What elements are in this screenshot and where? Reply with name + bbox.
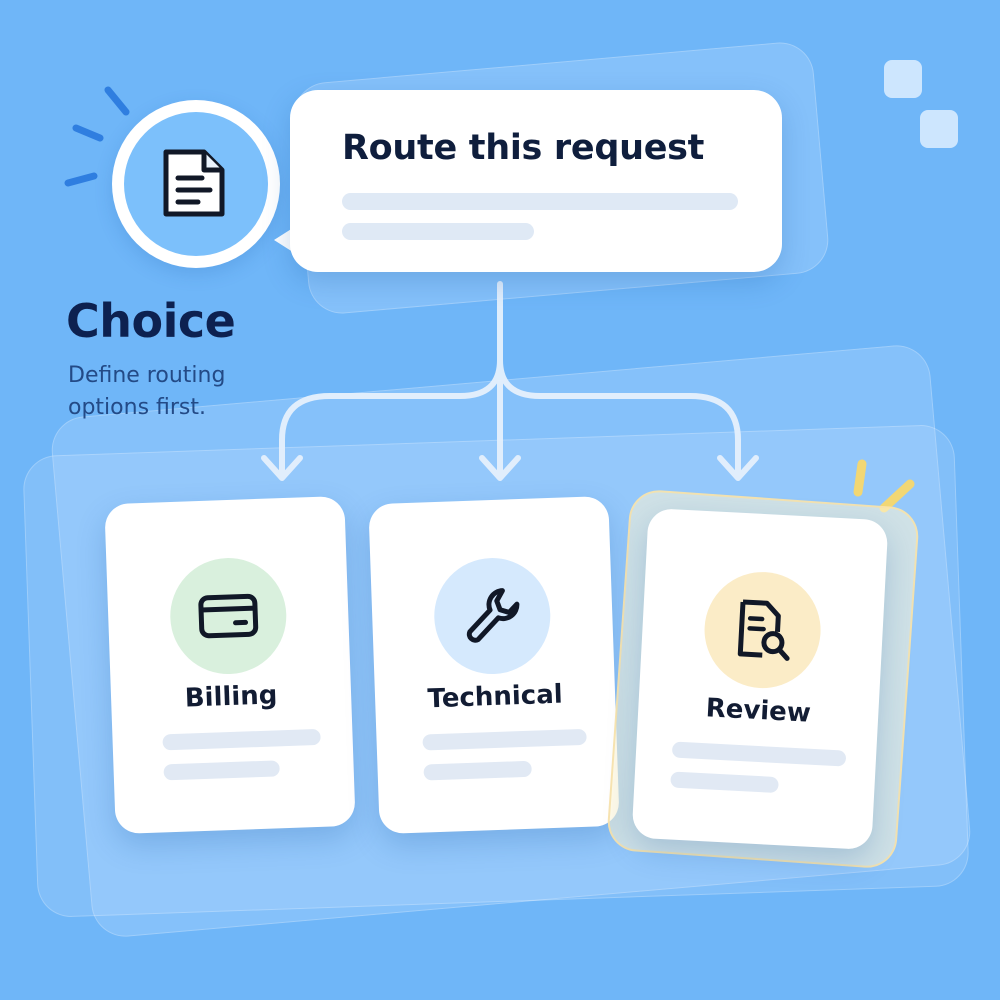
request-avatar — [112, 100, 280, 268]
credit-card-icon — [198, 593, 259, 639]
decorative-square — [920, 110, 958, 148]
billing-icon-badge — [168, 556, 289, 677]
option-card-billing[interactable]: Billing — [104, 495, 356, 835]
text-placeholder-line — [670, 771, 779, 794]
review-icon-badge — [701, 569, 824, 692]
request-title: Route this request — [342, 128, 705, 168]
text-placeholder-line — [671, 741, 847, 767]
text-placeholder-line — [422, 728, 587, 751]
avatar-badge — [124, 112, 268, 256]
technical-icon-badge — [432, 556, 553, 677]
text-placeholder-line — [163, 760, 280, 781]
section-heading: Choice — [66, 294, 236, 348]
decorative-square — [884, 60, 922, 98]
option-label: Review — [705, 693, 812, 729]
section-description: Define routing options first. — [68, 363, 226, 420]
wrench-icon — [466, 588, 520, 643]
option-label: Billing — [184, 680, 278, 714]
text-placeholder-line — [342, 223, 534, 240]
text-placeholder-line — [423, 760, 532, 781]
text-placeholder-line — [162, 728, 321, 751]
option-card-review[interactable]: Review — [631, 507, 889, 851]
review-highlight-lines — [853, 459, 915, 513]
text-placeholder-line — [342, 193, 738, 210]
document-search-icon — [737, 599, 790, 661]
avatar-accent-lines — [64, 86, 130, 187]
request-bubble: Route this request — [290, 90, 782, 272]
routing-tree — [261, 281, 759, 481]
option-label: Technical — [427, 679, 564, 715]
document-icon — [163, 149, 225, 217]
option-card-technical[interactable]: Technical — [368, 495, 620, 835]
